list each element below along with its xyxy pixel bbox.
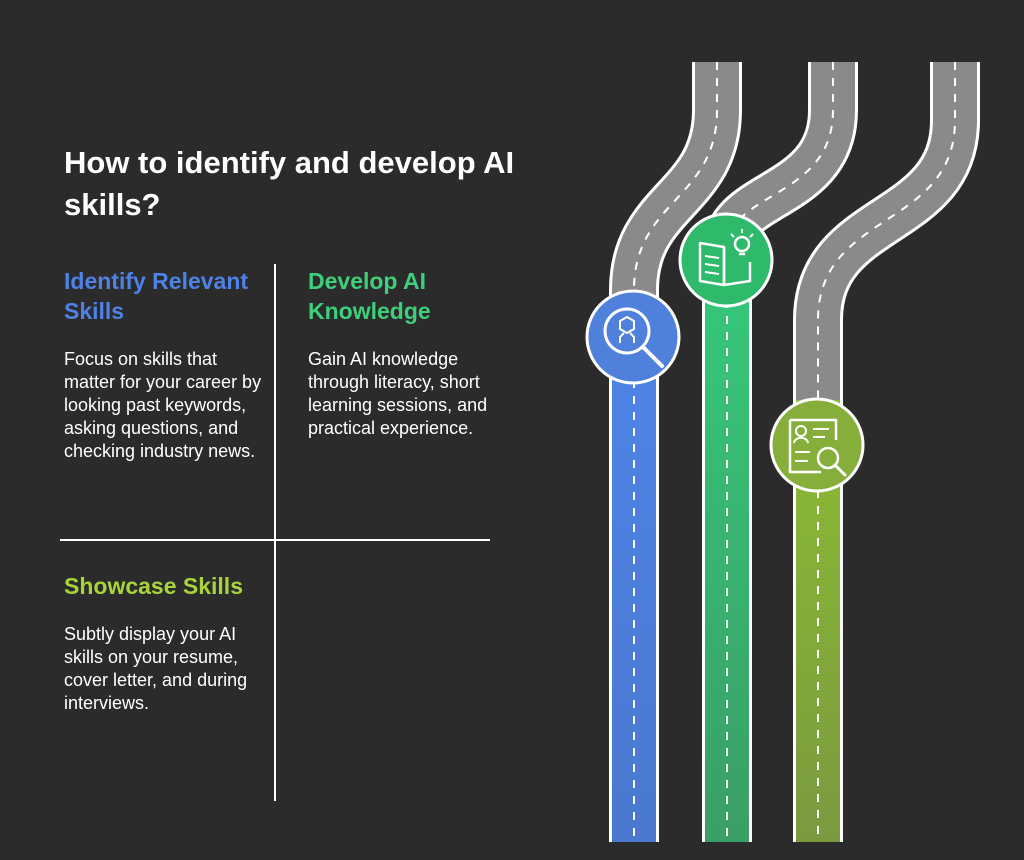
resume-search-icon (769, 397, 865, 493)
section-body: Subtly display your AI skills on your re… (64, 624, 248, 713)
section-identify-skills: Identify Relevant Skills Focus on skills… (64, 266, 264, 463)
road-identify (609, 62, 742, 842)
vertical-divider (274, 264, 276, 801)
section-develop-knowledge: Develop AI Knowledge Gain AI knowledge t… (308, 266, 498, 440)
section-body: Focus on skills that matter for your car… (64, 349, 262, 461)
roads-illustration (585, 62, 980, 842)
ai-search-icon (585, 289, 681, 385)
page-title: How to identify and develop AI skills? (64, 145, 515, 222)
section-heading: Develop AI Knowledge (308, 268, 431, 324)
book-lightbulb-icon (678, 212, 774, 308)
section-heading: Showcase Skills (64, 573, 243, 599)
horizontal-divider (60, 539, 490, 541)
section-body: Gain AI knowledge through literacy, shor… (308, 349, 488, 438)
section-heading: Identify Relevant Skills (64, 268, 249, 324)
section-showcase-skills: Showcase Skills Subtly display your AI s… (64, 571, 264, 715)
